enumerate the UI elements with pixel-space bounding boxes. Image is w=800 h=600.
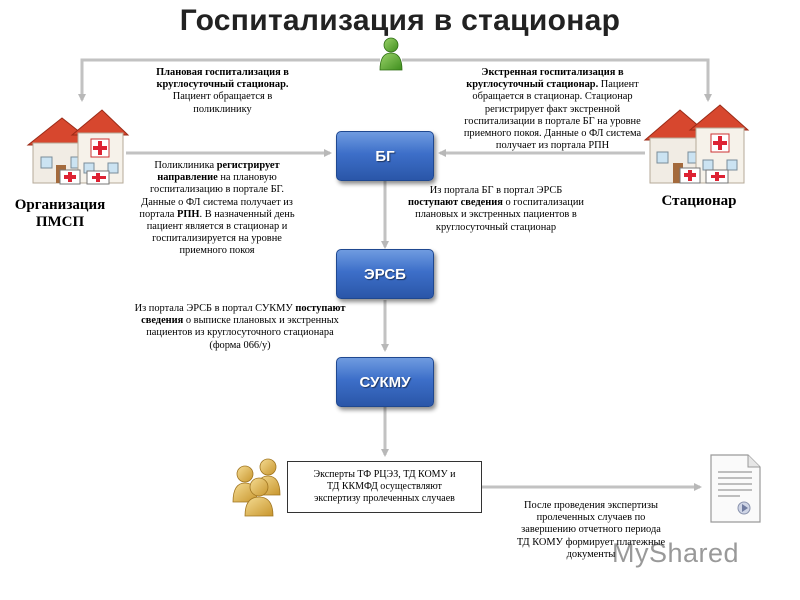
- planned-bold1: Плановая госпитализация в: [156, 67, 289, 78]
- bg-ersb-l1: Из портала БГ в портал ЭРСБ: [429, 185, 563, 196]
- poly-l5b: РПН: [177, 208, 200, 220]
- ersb-sukmu-l2a: сведения: [141, 315, 184, 327]
- sukmu-box: СУКМУ: [336, 357, 434, 407]
- ersb-to-sukmu-text: Из портала ЭРСБ в портал СУКМУ поступают…: [115, 303, 365, 352]
- bg-ersb-l4: круглосуточный стационар: [435, 221, 557, 233]
- emergency-line6: приемного покоя. Данные о ФЛ система: [463, 128, 642, 140]
- experts-l3: экспертизу пролеченных случаев: [314, 493, 455, 505]
- experts-l1: Эксперты ТФ РЦЭЗ, ТД КОМУ и: [313, 468, 456, 480]
- poly-l5c: . В назначенный день: [199, 208, 295, 220]
- after-l5: документы: [566, 548, 616, 560]
- emergency-line7: получает из портала РПН: [495, 140, 610, 152]
- ersb-sukmu-l1b: поступают: [295, 303, 346, 314]
- experts-box: Эксперты ТФ РЦЭЗ, ТД КОМУ и ТД ККМФД осу…: [287, 461, 482, 513]
- hospital-building-icon: [643, 104, 750, 184]
- bg-ersb-l2a: поступают сведения: [408, 197, 503, 209]
- top-connector-lines: [78, 58, 712, 102]
- poly-l6: пациент является в стационар и: [146, 221, 288, 233]
- planned-line3: Пациент обращается в: [172, 91, 273, 103]
- ersb-sukmu-l4: (форма 066/у): [209, 339, 271, 351]
- emergency-line5: госпитализации в портале БГ на уровне: [464, 115, 641, 127]
- polyclinic-registration-text: Поликлиника регистрирует направление на …: [122, 160, 312, 258]
- experts-group-icon: [232, 458, 281, 517]
- bg-box: БГ: [336, 131, 434, 181]
- ersb-box: ЭРСБ: [336, 249, 434, 299]
- bg-to-ersb-text: Из портала БГ в портал ЭРСБ поступают св…: [390, 185, 602, 234]
- emergency-hospitalization-text: Экстренная госпитализация в круглосуточн…: [445, 67, 660, 152]
- ersb-sukmu-l2b: о выписке плановых и экстренных: [183, 315, 339, 327]
- poly-l3: госпитализацию в портале БГ.: [150, 184, 284, 196]
- document-icon: [710, 454, 761, 523]
- bg-ersb-l3: плановых и экстренных пациентов в: [415, 209, 577, 221]
- poly-l2a: направление: [157, 172, 218, 184]
- payment-documents-text: После проведения экспертизы пролеченных …: [500, 500, 682, 561]
- emergency-line3: обращается в стационар. Стационар: [472, 91, 633, 103]
- after-l3: завершению отчетного периода: [521, 524, 661, 536]
- poly-l7: госпитализируется на уровне: [152, 233, 282, 245]
- pmsp-label-line2: ПМСП: [35, 214, 85, 230]
- page-title: Госпитализация в стационар: [179, 4, 621, 37]
- poly-l5a: портала: [139, 208, 177, 220]
- poly-l2b: на плановую: [217, 172, 277, 184]
- watermark: MyShared: [612, 538, 740, 568]
- planned-bold2: круглосуточный стационар.: [156, 79, 289, 91]
- emergency-line4: регистрирует факт экстренной: [484, 103, 621, 115]
- emergency-rest2: Пациент: [598, 79, 639, 91]
- poly-l1b: регистрирует: [216, 160, 280, 171]
- ersb-sukmu-l3: пациентов из круглосуточного стационара: [146, 327, 334, 339]
- planned-line4: поликлинику: [193, 103, 252, 115]
- poly-l4: Данные о ФЛ система получает из: [141, 196, 293, 208]
- ersb-sukmu-l1a: Из портала ЭРСБ в портал СУКМУ: [134, 303, 296, 314]
- person-icon: [379, 37, 403, 71]
- bg-ersb-l2b: о госпитализации: [502, 197, 584, 209]
- pmsp-label: Организация ПМСП: [2, 197, 118, 231]
- experts-l2: ТД ККМФД осуществляют: [327, 480, 442, 492]
- after-l4: ТД КОМУ формирует платежные: [516, 536, 666, 548]
- after-l2: пролеченных случаев по: [536, 512, 646, 524]
- poly-l8: приемного покоя: [179, 245, 255, 257]
- after-l1: После проведения экспертизы: [524, 500, 658, 511]
- pmsp-building-icon: [26, 109, 130, 185]
- pmsp-label-line1: Организация: [14, 197, 106, 213]
- poly-l1a: Поликлиника: [154, 160, 217, 171]
- planned-hospitalization-text: Плановая госпитализация в круглосуточный…: [130, 67, 315, 116]
- hospital-label: Стационар: [661, 193, 737, 209]
- emergency-bold1: Экстренная госпитализация в: [481, 67, 624, 78]
- emergency-bold2: круглосуточный стационар.: [466, 79, 599, 91]
